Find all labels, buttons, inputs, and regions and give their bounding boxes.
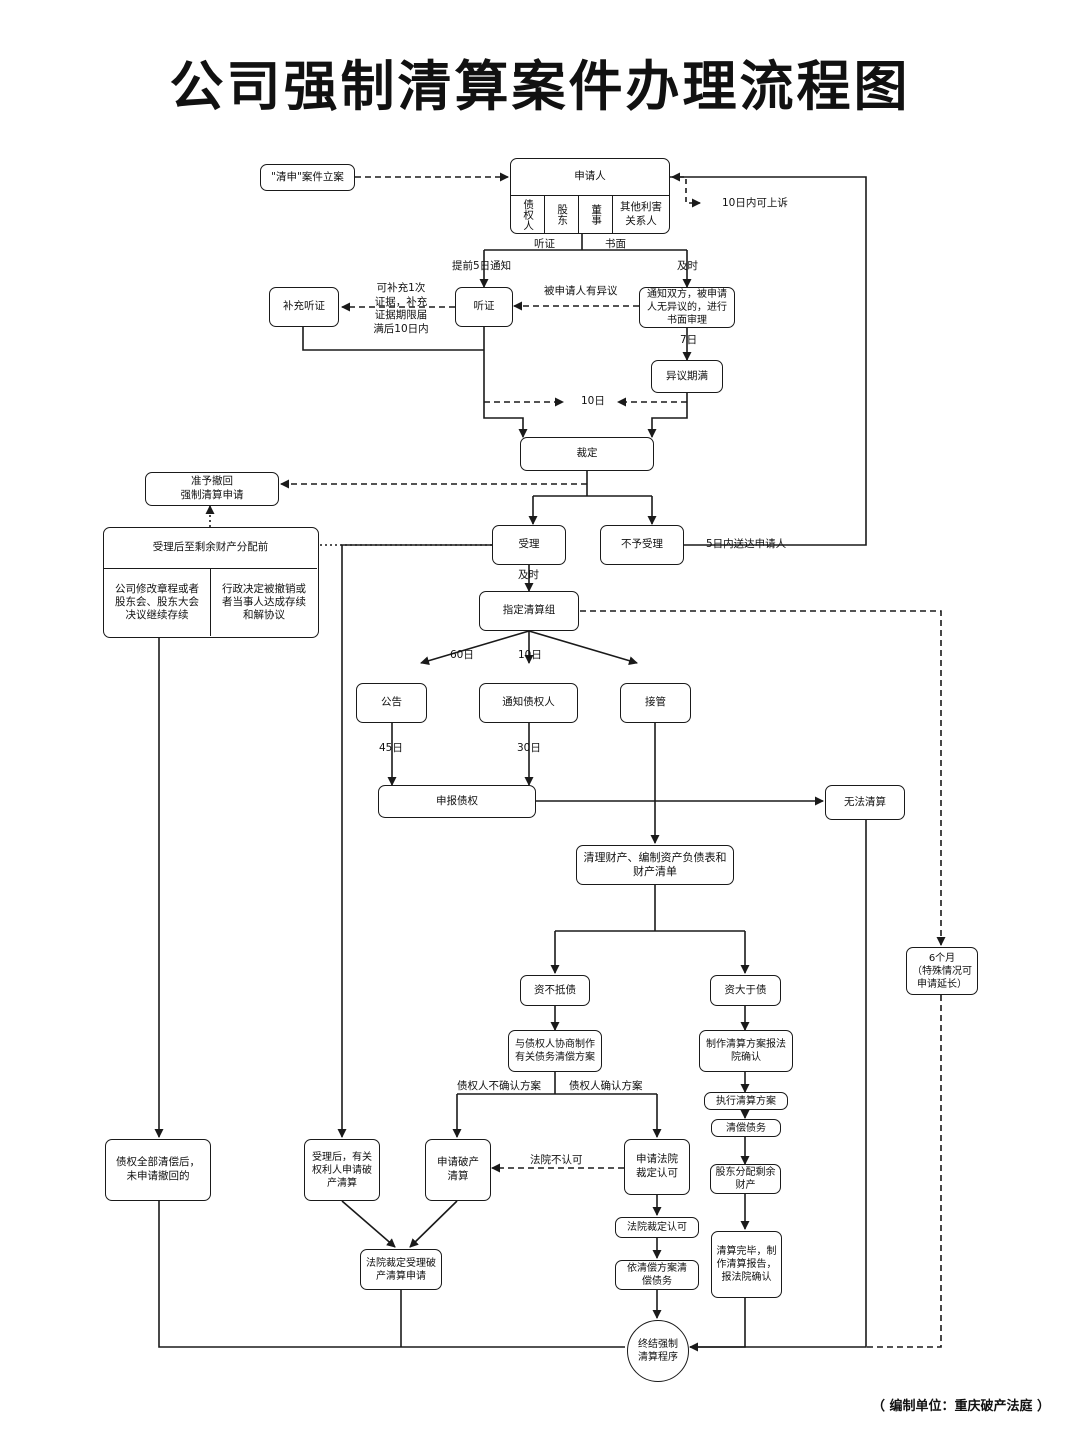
court-accepts-bankruptcy-box: 法院裁定受理破产清算申请 [360,1249,442,1290]
others-apply-bankruptcy-box: 受理后，有关权利人申请破产清算 [304,1139,380,1201]
page-title: 公司强制清算案件办理流程图 [169,55,911,118]
unable-to-liquidate-box: 无法清算 [825,785,905,820]
hearing-mode-label: 听证 [534,238,555,250]
notify-creditors-box: 通知债权人 [479,683,578,723]
seven-days-label: 7日 [680,334,698,346]
insolvent-box: 资不抵债 [520,975,590,1006]
not-accept-box: 不予受理 [600,525,684,565]
supplementary-hearing-box: 补充听证 [269,287,339,327]
applicant-box: 申请人 债权人 股东 董事 其他利害关系人 [510,158,670,234]
hearing-box: 听证 [455,287,513,327]
administrative-revocation: 行政决定被撤销或者当事人达成存续和解协议 [222,582,306,622]
designate-group-box: 指定清算组 [479,591,579,631]
notify-both-parties-box: 通知双方，被申请人无异议的，进行书面审理 [639,287,735,328]
apply-court-approval-box: 申请法院裁定认可 [624,1139,690,1195]
appeal-label: 10日内可上诉 [722,197,788,209]
applicant-type-shareholder: 股东 [545,196,579,233]
declare-claims-box: 申报债权 [378,785,536,818]
creditors-reject-label: 债权人不确认方案 [457,1080,541,1092]
applicant-type-creditor: 债权人 [511,196,545,233]
timely-label-1: 及时 [677,260,698,272]
liquidation-complete-box: 清算完毕，制作清算报告，报法院确认 [711,1231,782,1298]
apply-bankruptcy-box: 申请破产清算 [425,1139,491,1201]
supplement-evidence-label: 可补充1次 证据，补充 证据期限届 满后10日内 [373,282,429,335]
case-filing-box: "清申"案件立案 [260,164,355,191]
applicant-title: 申请人 [511,159,669,196]
thirty-days-label: 30日 [517,742,541,754]
announcement-box: 公告 [356,683,427,723]
objection-expiry-box: 异议期满 [651,360,723,393]
applicant-type-director: 董事 [579,196,613,233]
applicant-type-interested-party: 其他利害关系人 [620,201,662,227]
terminate-circle: 终结强制清算程序 [627,1320,689,1382]
negotiate-plan-box: 与债权人协商制作有关债务清偿方案 [508,1030,602,1072]
court-approves-box: 法院裁定认可 [615,1217,699,1238]
make-plan-box: 制作清算方案报法院确认 [699,1030,793,1072]
clear-property-box: 清理财产、编制资产负债表和财产清单 [576,845,734,885]
timely-label-2: 及时 [518,569,539,581]
court-rejects-label: 法院不认可 [530,1154,583,1166]
forty-five-days-label: 45日 [379,742,403,754]
ten-days-label: 10日 [581,395,605,407]
compiler-note: （ 编制单位：重庆破产法庭 ） [871,1399,1050,1414]
written-mode-label: 书面 [605,238,626,250]
six-months-box: 6个月 （特殊情况可申请延长） [906,947,978,995]
repay-debts-box: 清偿债务 [711,1119,781,1137]
distribute-remaining-box: 股东分配剩余财产 [710,1164,781,1194]
respondent-objects-label: 被申请人有异议 [544,285,618,297]
continue-by-amendment: 公司修改章程或者股东会、股东大会决议继续存续 [104,569,211,636]
execute-plan-box: 执行清算方案 [704,1092,788,1110]
creditors-confirm-label: 债权人确认方案 [569,1080,643,1092]
ten-days-label-2: 10日 [518,649,542,661]
take-over-box: 接管 [620,683,691,723]
before-distribution-box: 受理后至剩余财产分配前 公司修改章程或者股东会、股东大会决议继续存续 行政决定被… [103,527,319,638]
before-distribution-title: 受理后至剩余财产分配前 [104,528,317,569]
notice-5-days-label: 提前5日通知 [452,260,512,272]
claims-repaid-withdraw-box: 债权全部清偿后，未申请撤回的 [105,1139,211,1201]
repay-per-plan-box: 依清偿方案清偿债务 [615,1260,699,1290]
sixty-days-label: 60日 [450,649,474,661]
solvent-box: 资大于债 [710,975,781,1006]
accept-box: 受理 [492,525,566,565]
ruling-box: 裁定 [520,437,654,471]
deliver-5-days-label: 5日内送达申请人 [706,538,787,550]
permit-withdrawal-box: 准予撤回 强制清算申请 [145,472,279,506]
